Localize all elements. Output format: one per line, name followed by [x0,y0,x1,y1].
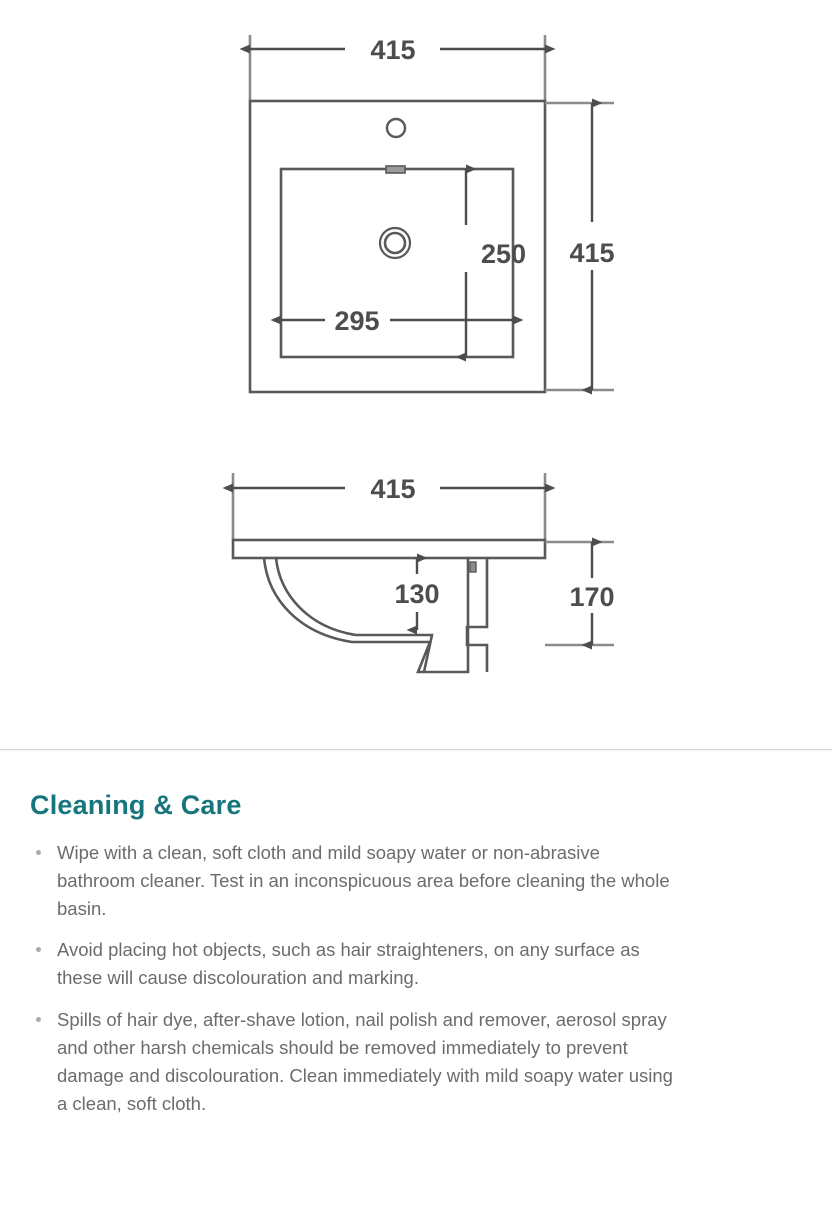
bullet-dot-icon [36,947,41,953]
plan-view-group: 415 250 295 [239,35,615,395]
list-item: Avoid placing hot objects, such as hair … [30,936,677,992]
section-deck-slab [231,538,547,560]
plan-depth-dimension-label: 415 [569,238,614,268]
list-item-text: Avoid placing hot objects, such as hair … [57,939,640,989]
list-item-text: Spills of hair dye, after-shave lotion, … [57,1008,673,1114]
bullet-dot-icon [36,1016,41,1022]
tap-hole-icon [385,117,407,139]
section-back-wall-inner [448,558,470,674]
bullet-dot-icon [36,850,41,855]
list-item: Wipe with a clean, soft cloth and mild s… [30,839,677,923]
plan-width-dimension-label: 415 [370,35,415,65]
list-item-text: Wipe with a clean, soft cloth and mild s… [57,842,670,920]
technical-drawing-area: 415 250 295 [222,35,615,674]
section-view-group: 415 130 170 [222,473,615,674]
section-height-dimension-label: 170 [569,582,614,612]
bowl-depth-dimension-label: 250 [481,239,526,269]
section-width-dimension-label: 415 [370,474,415,504]
overflow-slot-icon [385,165,406,174]
cleaning-and-care-section: Cleaning & Care Wipe with a clean, soft … [0,760,832,1131]
section-overflow-icon [469,561,477,573]
basin-technical-drawing: 415 250 295 [222,35,615,674]
section-back-wall-step [465,558,489,672]
cleaning-and-care-heading: Cleaning & Care [30,790,242,820]
cleaning-and-care-list: Wipe with a clean, soft cloth and mild s… [30,839,802,1118]
section-bowl-outer-profile [262,557,448,674]
section-bowl-inner-profile [274,557,434,673]
bowl-width-dimension-label: 295 [334,306,379,336]
waste-outlet-inner-icon [383,231,407,255]
list-item: Spills of hair dye, after-shave lotion, … [30,1006,677,1118]
section-bowl-depth-label: 130 [394,579,439,609]
section-divider [0,749,832,751]
basin-bowl-outline [279,167,515,359]
